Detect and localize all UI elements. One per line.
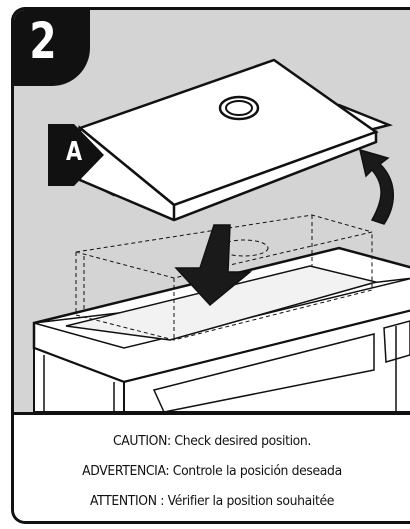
caution-caption: CAUTION: Check desired position. ADVERTE… [14,412,410,524]
instruction-panel: 2 A CAUTION: Check desired position. ADV… [11,7,410,524]
step-number: 2 [20,12,65,70]
caption-line-french: ATTENTION : Vérifier la position souhait… [30,493,394,509]
caption-line-english: CAUTION: Check desired position. [30,433,394,449]
caption-line-spanish: ADVERTENCIA: Controle la posición desead… [30,463,394,479]
callout-label: A [66,137,82,167]
